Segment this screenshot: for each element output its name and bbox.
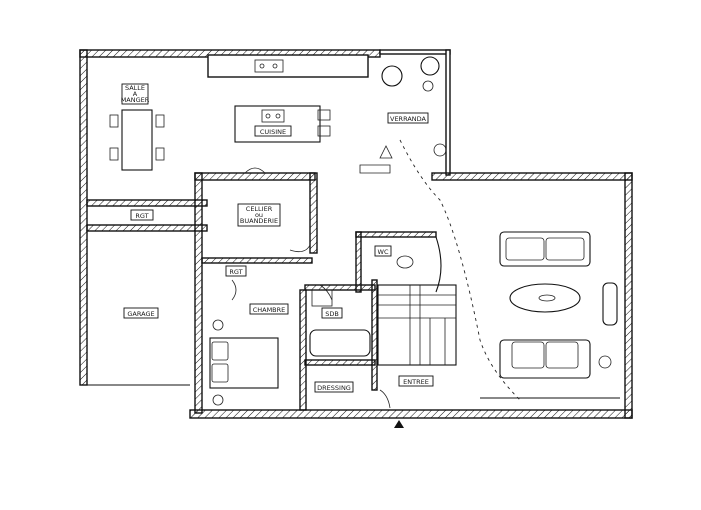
svg-text:A: A: [133, 90, 138, 98]
sofa-bottom: [499, 339, 591, 379]
doors: [231, 167, 391, 409]
svg-text:WC: WC: [378, 248, 389, 256]
svg-text:GARAGE: GARAGE: [127, 310, 154, 318]
toilet: [396, 236, 442, 293]
room-label-cuisine: CUISINE: [254, 125, 292, 137]
svg-text:CELLIER: CELLIER: [246, 205, 273, 213]
coffee-table: [509, 283, 581, 313]
svg-text:SALLE: SALLE: [125, 84, 145, 92]
entrance-arrow: [394, 420, 404, 428]
room-label-garage: GARAGE: [123, 307, 159, 319]
svg-text:BUANDERIE: BUANDERIE: [240, 217, 278, 225]
room-label-salle-a-manger: SALLE A MANGER: [121, 83, 150, 105]
room-label-wc: WC: [374, 245, 392, 257]
room-label-chambre: CHAMBRE: [249, 303, 289, 315]
staircase: [377, 284, 457, 366]
svg-text:CUISINE: CUISINE: [260, 128, 286, 136]
svg-text:DRESSING: DRESSING: [317, 384, 351, 392]
room-label-entree: ENTREE: [398, 375, 434, 387]
svg-text:RGT: RGT: [229, 268, 242, 276]
kitchen-window: [207, 54, 369, 78]
room-label-veranda: VERRANDA: [387, 112, 429, 124]
svg-text:RGT: RGT: [135, 212, 148, 220]
svg-text:VERRANDA: VERRANDA: [390, 115, 427, 123]
sofa-top: [499, 231, 591, 267]
exterior-walls: [79, 49, 633, 419]
room-label-sdb: SDB: [321, 307, 343, 319]
svg-text:ou: ou: [255, 211, 263, 219]
dining-table: [109, 109, 165, 171]
svg-text:MANGER: MANGER: [121, 96, 150, 104]
room-label-rgt-top: RGT: [130, 209, 154, 221]
bed: [209, 319, 279, 406]
kitchen-island: [234, 105, 331, 143]
veranda-furniture: [359, 56, 447, 174]
svg-text:CHAMBRE: CHAMBRE: [253, 306, 286, 314]
room-label-rgt-mid: RGT: [225, 265, 247, 277]
circulation-path: [399, 139, 521, 401]
svg-text:ENTREE: ENTREE: [403, 378, 429, 386]
armchair: [598, 282, 618, 369]
bathtub: [309, 289, 371, 357]
room-label-cellier: CELLIER ou BUANDERIE: [237, 203, 281, 227]
svg-text:SDB: SDB: [325, 310, 339, 318]
room-label-dressing: DRESSING: [314, 381, 354, 393]
